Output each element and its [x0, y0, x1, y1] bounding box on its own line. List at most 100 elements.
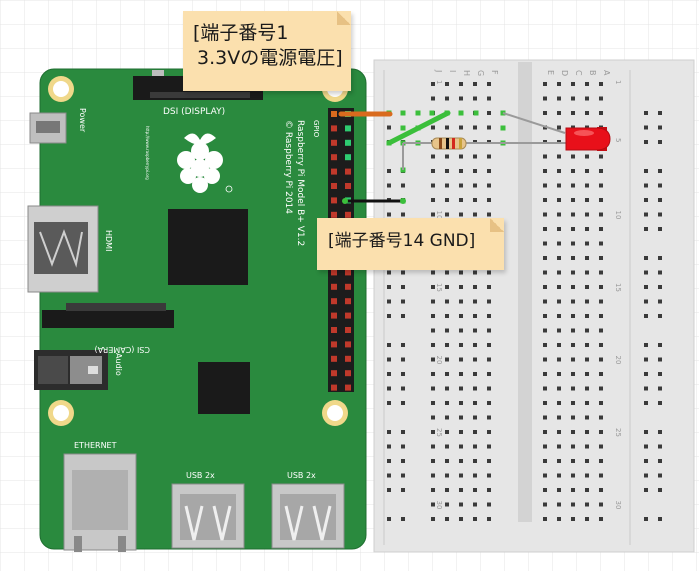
breadboard-hole: [557, 285, 561, 289]
breadboard-hole: [599, 415, 603, 420]
breadboard-rail-hole: [644, 125, 648, 130]
gpio-pin: [345, 327, 351, 333]
breadboard-hole: [487, 502, 491, 507]
breadboard-hole: [459, 285, 463, 289]
breadboard-hole-connected: [458, 110, 464, 116]
breadboard-hole: [445, 488, 449, 492]
breadboard-hole: [585, 314, 589, 318]
breadboard-hole: [585, 357, 589, 362]
breadboard-rail-hole: [658, 386, 662, 391]
breadboard-hole: [557, 415, 561, 420]
breadboard-hole: [431, 386, 435, 391]
breadboard-hole: [487, 125, 491, 130]
breadboard-hole: [473, 473, 477, 478]
breadboard-rail-hole: [644, 285, 648, 289]
breadboard-hole: [571, 488, 575, 492]
breadboard-column-letter: G: [476, 70, 485, 76]
wire-jumper-green: [386, 110, 451, 146]
gpio-pin: [331, 370, 337, 377]
breadboard-hole: [585, 82, 589, 86]
breadboard-hole: [585, 459, 589, 463]
breadboard-center-channel: [518, 62, 532, 522]
gpio-pin: [331, 298, 337, 305]
breadboard-hole: [543, 299, 547, 304]
breadboard-hole: [445, 517, 449, 521]
breadboard-hole: [543, 256, 547, 260]
breadboard-hole: [487, 198, 491, 202]
breadboard-rail-hole: [387, 169, 391, 173]
breadboard-hole: [571, 415, 575, 420]
gpio-pin: [331, 283, 337, 290]
breadboard-column-letter: A: [602, 70, 611, 76]
breadboard-hole: [445, 502, 449, 507]
breadboard-hole: [445, 430, 449, 434]
breadboard-rail-hole: [401, 285, 405, 289]
gpio-pin: [331, 125, 337, 132]
breadboard-rail-hole: [387, 386, 391, 391]
gpio-pin: [331, 341, 337, 348]
dsi-label: DSI (DISPLAY): [163, 107, 225, 117]
breadboard-hole: [599, 502, 603, 507]
breadboard-row-numbers: 115510101515202025253030: [435, 80, 622, 509]
breadboard-hole: [557, 169, 561, 173]
breadboard-hole: [543, 96, 547, 101]
gpio-pin: [345, 211, 351, 218]
breadboard-hole: [431, 473, 435, 478]
breadboard-hole: [557, 372, 561, 376]
breadboard-rail-hole: [644, 212, 648, 217]
breadboard-hole: [459, 444, 463, 449]
resistor: [431, 137, 467, 150]
breadboard-hole: [571, 285, 575, 289]
breadboard-rail-hole: [644, 256, 648, 260]
gpio-pin: [345, 139, 351, 146]
breadboard-hole: [445, 270, 449, 275]
breadboard-hole: [473, 198, 477, 202]
breadboard-rail-hole: [658, 357, 662, 362]
breadboard-hole: [585, 96, 589, 101]
small-chip: [198, 362, 250, 414]
breadboard-hole: [543, 169, 547, 173]
csi-connector: [42, 310, 174, 328]
breadboard-hole: [571, 111, 575, 115]
breadboard-rail-hole: [658, 169, 662, 173]
breadboard-hole: [557, 444, 561, 449]
breadboard-rail-hole: [644, 343, 648, 347]
wiring: [338, 110, 611, 204]
breadboard-hole: [585, 343, 589, 347]
breadboard-hole: [571, 82, 575, 86]
breadboard-hole: [487, 328, 491, 333]
breadboard-rail-hole: [401, 372, 405, 376]
breadboard-rail-hole: [387, 444, 391, 449]
breadboard-hole: [459, 488, 463, 492]
breadboard-rail-hole: [658, 285, 662, 289]
breadboard-hole: [585, 386, 589, 391]
breadboard-rail-hole: [401, 430, 405, 434]
gpio-pin: [331, 384, 337, 391]
breadboard-rail-hole: [401, 183, 405, 188]
breadboard-hole: [571, 227, 575, 231]
breadboard-hole: [487, 82, 491, 86]
breadboard-hole: [543, 517, 547, 521]
breadboard-rail-hole: [644, 401, 648, 405]
breadboard-hole: [571, 401, 575, 405]
breadboard-hole: [473, 270, 477, 275]
note-pin14-gnd: [端子番号14 GND]: [317, 218, 504, 270]
breadboard-hole: [557, 111, 561, 115]
breadboard-hole: [487, 430, 491, 434]
breadboard-rail-hole: [401, 343, 405, 347]
breadboard-hole: [599, 343, 603, 347]
breadboard-hole: [599, 299, 603, 304]
breadboard-hole: [487, 212, 491, 217]
breadboard-hole: [473, 357, 477, 362]
breadboard-hole: [585, 198, 589, 202]
breadboard-hole: [543, 415, 547, 420]
breadboard-rail-hole: [401, 270, 405, 275]
breadboard-hole: [599, 169, 603, 173]
breadboard-hole: [445, 169, 449, 173]
breadboard-hole: [487, 444, 491, 449]
breadboard-hole: [487, 357, 491, 362]
breadboard-hole: [473, 386, 477, 391]
breadboard-hole: [543, 343, 547, 347]
breadboard-hole: [599, 241, 603, 246]
breadboard-column-letter: B: [588, 70, 597, 76]
